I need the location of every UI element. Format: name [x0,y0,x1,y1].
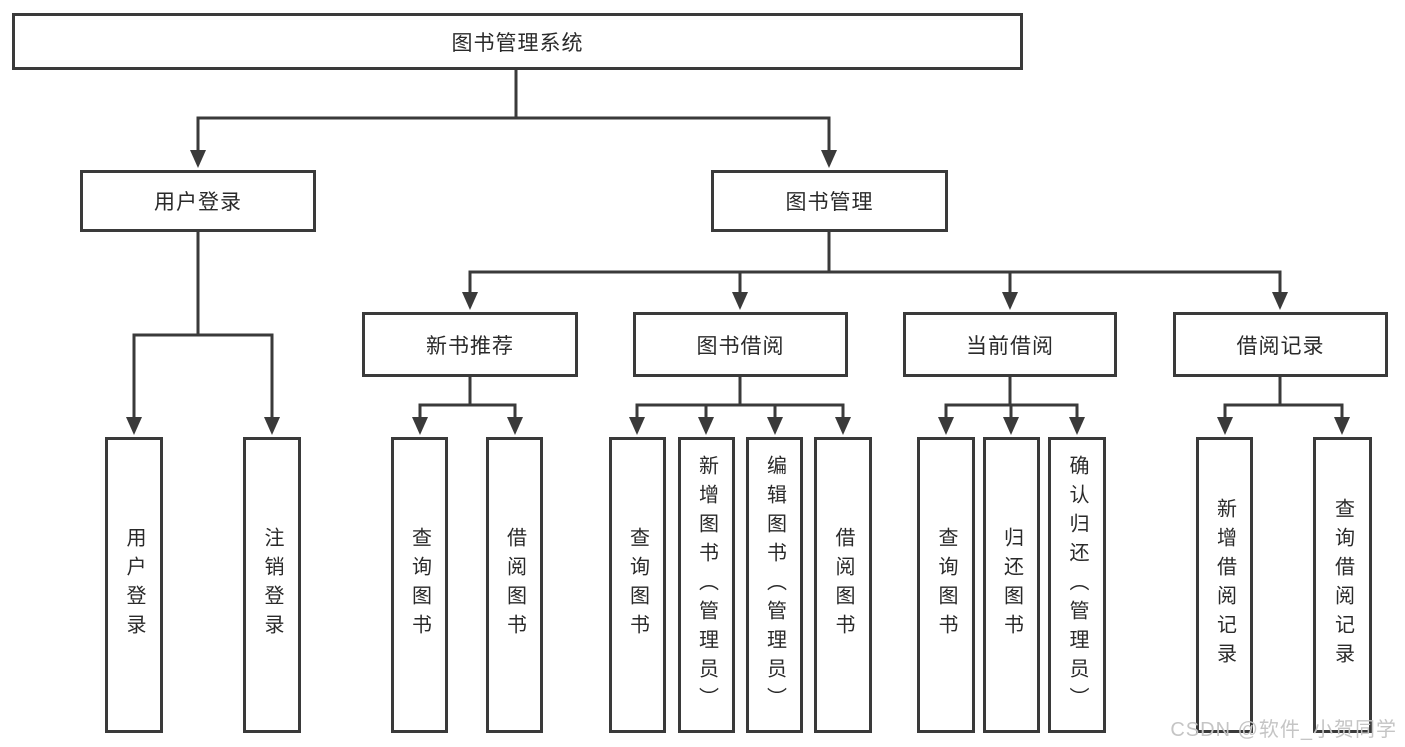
node-label: 借阅图书 [503,527,526,643]
node-leaf-user-login: 用户登录 [105,437,163,733]
node-label: 用户登录 [123,527,145,643]
node-leaf-borrow-books-2: 借阅图书 [814,437,872,733]
node-leaf-return-books: 归还图书 [983,437,1040,733]
node-label: 新增借阅记录 [1213,498,1236,672]
node-leaf-confirm-return-admin: 确认归还（管理员） [1048,437,1106,733]
node-leaf-add-borrow-record: 新增借阅记录 [1196,437,1253,733]
csdn-watermark: CSDN @软件_小贺同学 [1170,719,1397,741]
node-label: 归还图书 [1000,527,1023,643]
node-label: 图书管理系统 [451,31,584,55]
node-leaf-query-borrow-record: 查询借阅记录 [1313,437,1372,733]
node-book-management: 图书管理 [711,170,948,232]
node-label: 图书管理 [785,191,874,214]
node-label: 注销登录 [261,527,283,643]
node-leaf-add-books-admin: 新增图书（管理员） [678,437,735,733]
node-label: 当前借阅 [966,334,1054,358]
node-label: 查询图书 [408,527,431,643]
node-leaf-logout: 注销登录 [243,437,301,733]
node-leaf-edit-books-admin: 编辑图书（管理员） [746,437,803,733]
node-library-management-system: 图书管理系统 [12,13,1023,70]
node-label: 编辑图书（管理员） [763,454,786,716]
node-label: 查询借阅记录 [1331,498,1354,672]
node-label: 借阅图书 [832,527,854,643]
node-leaf-query-books-2: 查询图书 [609,437,666,733]
node-label: 查询图书 [935,527,957,643]
node-new-book-recommend: 新书推荐 [362,312,578,377]
node-label: 新增图书（管理员） [695,454,718,716]
node-label: 新书推荐 [426,334,514,358]
node-user-login-group: 用户登录 [80,170,316,232]
node-leaf-borrow-books-1: 借阅图书 [486,437,543,733]
node-borrow-records: 借阅记录 [1173,312,1388,377]
node-book-borrow: 图书借阅 [633,312,848,377]
node-label: 查询图书 [626,527,649,643]
node-label: 用户登录 [154,191,242,214]
node-leaf-query-books-3: 查询图书 [917,437,975,733]
node-leaf-query-books-1: 查询图书 [391,437,448,733]
node-label: 确认归还（管理员） [1066,454,1088,716]
node-current-borrow: 当前借阅 [903,312,1117,377]
node-label: 图书借阅 [696,334,785,358]
node-label: 借阅记录 [1236,334,1325,358]
